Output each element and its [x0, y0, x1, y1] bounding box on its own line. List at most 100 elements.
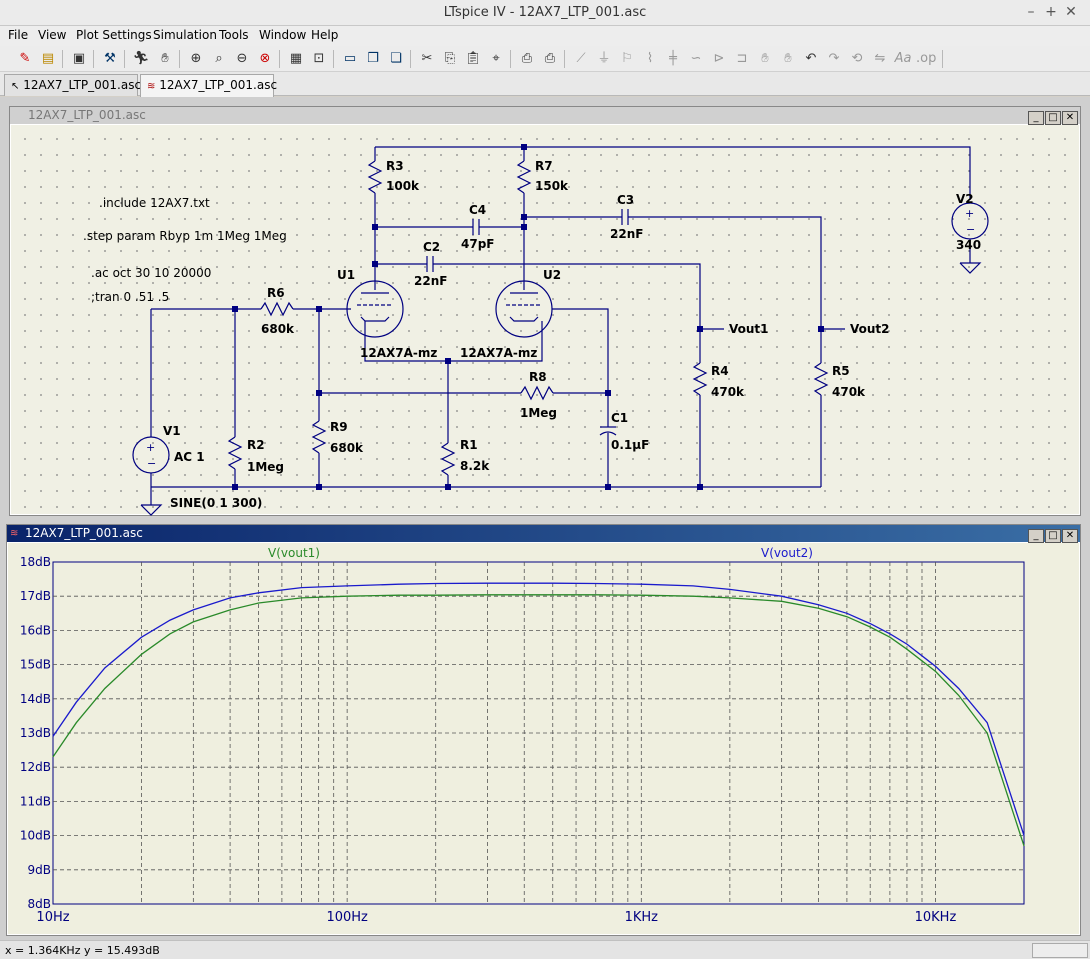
- zoom-out-icon[interactable]: ⊖: [236, 51, 248, 66]
- zoom-in-icon[interactable]: ⊕: [190, 51, 202, 66]
- zoom-area-icon[interactable]: ⌕: [215, 51, 223, 66]
- v2-name[interactable]: V2: [956, 192, 974, 206]
- series-line-2[interactable]: [52, 582, 1025, 836]
- paste-icon[interactable]: 📋︎: [464, 51, 482, 66]
- include-directive[interactable]: .include 12AX7.txt: [99, 196, 210, 210]
- maximize-icon[interactable]: +: [1045, 4, 1057, 20]
- r6-value[interactable]: 680k: [261, 322, 295, 336]
- fit-plot-icon[interactable]: ⊡: [313, 51, 325, 66]
- u1-name[interactable]: U1: [337, 268, 355, 282]
- r4-name[interactable]: R4: [711, 364, 729, 378]
- capacitor-icon[interactable]: ╪: [669, 51, 677, 66]
- r5-value[interactable]: 470k: [832, 385, 866, 399]
- inductor-icon[interactable]: ∽: [690, 51, 702, 66]
- vout1-label[interactable]: Vout1: [729, 322, 769, 336]
- print-icon[interactable]: ⎙: [544, 51, 556, 66]
- menu-file[interactable]: File: [8, 28, 29, 42]
- drag-icon[interactable]: ✋︎: [784, 51, 792, 66]
- redo-icon[interactable]: ↷: [828, 51, 840, 66]
- r9-value[interactable]: 680k: [330, 441, 364, 455]
- cut-icon[interactable]: ✂: [421, 51, 433, 66]
- r3-name[interactable]: R3: [386, 159, 404, 173]
- r1-name[interactable]: R1: [460, 438, 478, 452]
- control-panel-icon[interactable]: ⚒: [104, 51, 116, 66]
- menu-view[interactable]: View: [38, 28, 67, 42]
- r9-name[interactable]: R9: [330, 420, 348, 434]
- close-icon[interactable]: ✕: [1062, 529, 1078, 543]
- v1-name[interactable]: V1: [163, 424, 181, 438]
- ground-icon[interactable]: ⏚: [597, 51, 611, 66]
- u2-model[interactable]: 12AX7A-mz: [460, 346, 537, 360]
- c3-value[interactable]: 22nF: [610, 227, 643, 241]
- spice-directive-icon[interactable]: .op: [916, 51, 937, 66]
- u2-name[interactable]: U2: [543, 268, 561, 282]
- step-directive[interactable]: .step param Rbyp 1m 1Meg 1Meg: [83, 229, 287, 243]
- find-icon[interactable]: ⌖: [492, 51, 500, 66]
- v1-value[interactable]: AC 1: [174, 450, 205, 464]
- label-net-icon[interactable]: ⚐: [621, 51, 633, 66]
- mirror-icon[interactable]: ⇋: [874, 51, 886, 66]
- run-icon[interactable]: 🏃︎: [132, 51, 150, 66]
- c4-value[interactable]: 47pF: [461, 237, 495, 251]
- move-icon[interactable]: ✋︎: [761, 51, 769, 66]
- tab-plot[interactable]: ≋ 12AX7_LTP_001.asc: [140, 74, 277, 97]
- copy-icon[interactable]: ⎘: [444, 51, 456, 66]
- r8-value[interactable]: 1Meg: [520, 406, 557, 420]
- print-setup-icon[interactable]: ⎙: [521, 51, 533, 66]
- close-icon[interactable]: ✕: [1062, 111, 1078, 125]
- tab-schematic[interactable]: ↖ 12AX7_LTP_001.asc: [4, 74, 141, 96]
- r4-value[interactable]: 470k: [711, 385, 745, 399]
- undo-icon[interactable]: ↶: [805, 51, 817, 66]
- r6-name[interactable]: R6: [267, 286, 285, 300]
- diode-icon[interactable]: ⊳: [713, 51, 725, 66]
- v1-sine[interactable]: SINE(0 1 300): [170, 496, 262, 510]
- open-folder-icon[interactable]: ▤: [41, 51, 55, 66]
- minimize-icon[interactable]: –: [1027, 4, 1035, 20]
- maximize-icon[interactable]: □: [1045, 111, 1061, 125]
- pan-icon[interactable]: ✋︎: [161, 51, 169, 66]
- c1-value[interactable]: 0.1µF: [611, 438, 649, 452]
- zoom-fit-icon[interactable]: ⊗: [259, 51, 271, 66]
- close-icon[interactable]: ✕: [1065, 4, 1077, 20]
- rotate-icon[interactable]: ⟲: [851, 51, 863, 66]
- r2-value[interactable]: 1Meg: [247, 460, 284, 474]
- c2-value[interactable]: 22nF: [414, 274, 447, 288]
- menu-window[interactable]: Window: [259, 28, 307, 42]
- bode-plot[interactable]: 18dB17dB16dB15dB14dB13dB12dB11dB10dB9dB8…: [8, 543, 1081, 936]
- r5-name[interactable]: R5: [832, 364, 850, 378]
- tran-directive[interactable]: ;tran 0 .51 .5: [91, 290, 169, 304]
- save-icon[interactable]: ▣: [72, 51, 86, 66]
- schematic-window[interactable]: 12AX7_LTP_001.asc _□✕: [9, 106, 1081, 516]
- u1-model[interactable]: 12AX7A-mz: [360, 346, 437, 360]
- wire-icon[interactable]: ⟋: [576, 51, 586, 66]
- legend-1[interactable]: V(vout1): [268, 546, 320, 560]
- menu-simulation[interactable]: Simulation: [153, 28, 217, 42]
- r3-value[interactable]: 100k: [386, 179, 420, 193]
- schematic-canvas[interactable]: +− +−: [11, 125, 1079, 516]
- r1-value[interactable]: 8.2k: [460, 459, 490, 473]
- minimize-icon[interactable]: _: [1028, 111, 1044, 125]
- menu-help[interactable]: Help: [311, 28, 339, 42]
- c1-name[interactable]: C1: [611, 411, 628, 425]
- vout2-label[interactable]: Vout2: [850, 322, 890, 336]
- r7-value[interactable]: 150k: [535, 179, 569, 193]
- minimize-icon[interactable]: _: [1028, 529, 1044, 543]
- r7-name[interactable]: R7: [535, 159, 553, 173]
- menu-tools[interactable]: Tools: [219, 28, 249, 42]
- legend-2[interactable]: V(vout2): [761, 546, 813, 560]
- menu-plot-settings[interactable]: Plot Settings: [76, 28, 152, 42]
- c3-name[interactable]: C3: [617, 193, 634, 207]
- ac-directive[interactable]: .ac oct 30 10 20000: [91, 266, 211, 280]
- c4-name[interactable]: C4: [469, 203, 486, 217]
- cascade-icon[interactable]: ❐: [367, 51, 379, 66]
- maximize-icon[interactable]: □: [1045, 529, 1061, 543]
- r8-name[interactable]: R8: [529, 370, 547, 384]
- tile-vertical-icon[interactable]: ❏: [390, 51, 402, 66]
- new-schematic-icon[interactable]: ✎: [19, 51, 31, 66]
- v2-value[interactable]: 340: [956, 238, 981, 252]
- c2-name[interactable]: C2: [423, 240, 440, 254]
- r2-name[interactable]: R2: [247, 438, 265, 452]
- text-icon[interactable]: Aa: [894, 51, 912, 66]
